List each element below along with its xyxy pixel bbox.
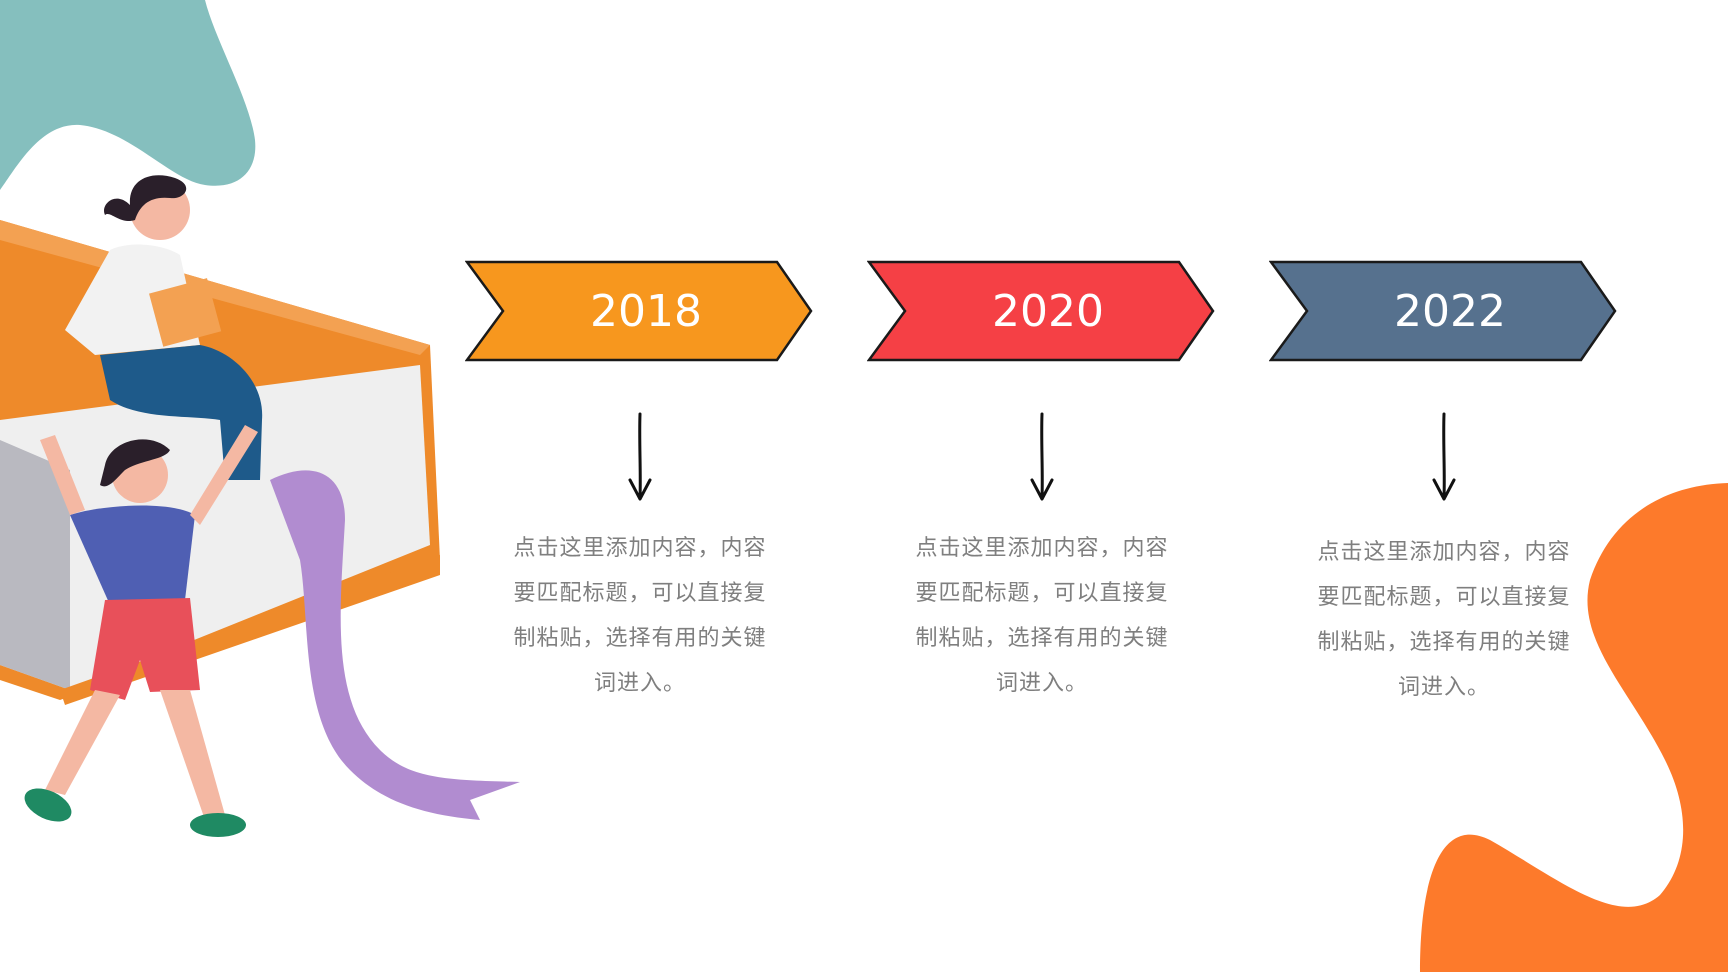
chevron-shape bbox=[465, 260, 813, 362]
reading-kids-illustration bbox=[0, 175, 520, 837]
kid-arm-right bbox=[190, 425, 258, 525]
kid-leg-left bbox=[45, 690, 120, 795]
year-label-2022: 2022 bbox=[1394, 285, 1506, 337]
year-label-2020: 2020 bbox=[992, 285, 1104, 337]
kid-shirt bbox=[70, 505, 195, 605]
book-pages-shade bbox=[0, 440, 70, 690]
kid-leg-right bbox=[160, 690, 225, 820]
chevron-shape bbox=[1269, 260, 1617, 362]
book-top bbox=[0, 220, 430, 355]
down-arrow-icon bbox=[628, 412, 652, 501]
girl-hair bbox=[104, 175, 187, 222]
kid-hair bbox=[100, 439, 170, 487]
year-label-2018: 2018 bbox=[590, 285, 702, 337]
teal-blob-shape bbox=[0, 0, 256, 190]
kid-shoe-right bbox=[190, 813, 246, 837]
kid-shoe-left bbox=[24, 788, 72, 822]
step-description-2020: 点击这里添加内容，内容要匹配标题，可以直接复制粘贴，选择有用的关键词进入。 bbox=[915, 536, 1169, 696]
chevron-banner-2018 bbox=[465, 260, 813, 362]
ribbon-bookmark bbox=[270, 470, 520, 820]
chevron-banner-2022 bbox=[1269, 260, 1617, 362]
step-description-2022: 点击这里添加内容，内容要匹配标题，可以直接复制粘贴，选择有用的关键词进入。 bbox=[1317, 540, 1571, 700]
kid-arm-left bbox=[40, 435, 85, 515]
kid-shorts bbox=[90, 598, 200, 700]
chevron-shape bbox=[867, 260, 1215, 362]
girl-pants bbox=[100, 345, 263, 480]
orange-blob-shape bbox=[1420, 483, 1728, 972]
girl-book bbox=[149, 278, 222, 347]
chevron-banner-2020 bbox=[867, 260, 1215, 362]
step-description-2018: 点击这里添加内容，内容要匹配标题，可以直接复制粘贴，选择有用的关键词进入。 bbox=[513, 536, 767, 696]
down-arrow-icon bbox=[1432, 412, 1456, 501]
down-arrow-icon bbox=[1030, 412, 1054, 501]
